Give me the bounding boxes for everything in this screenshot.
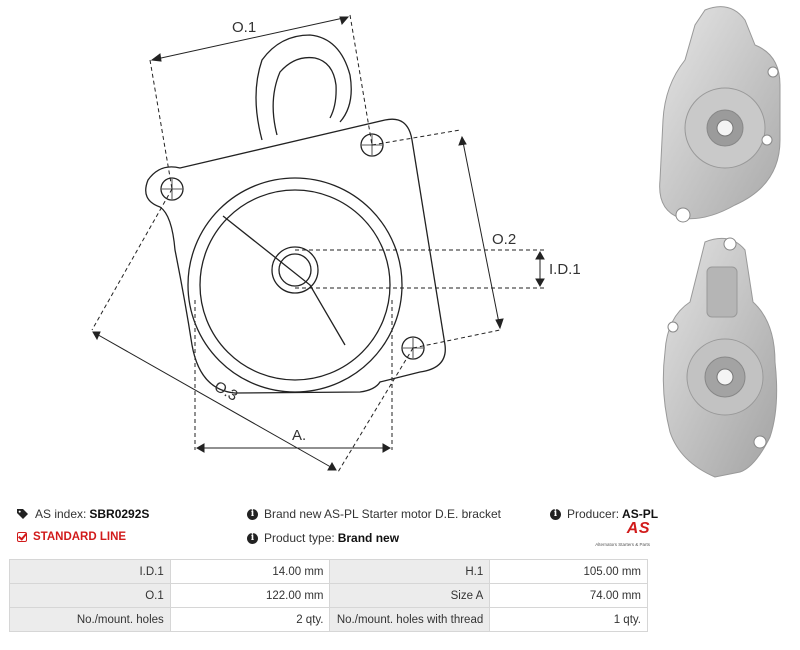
logo-tagline: Alternators Starters & Parts (595, 542, 650, 547)
bushing-outer (271, 246, 319, 294)
main-bore-inner (199, 189, 391, 381)
mount-hole-top (360, 133, 384, 157)
mount-hole-bottom (401, 336, 425, 360)
product-type-label: Product type: (264, 531, 335, 545)
standard-line-badge: STANDARD LINE (17, 531, 126, 543)
mount-hole-left (160, 177, 184, 201)
standard-line-label: STANDARD LINE (33, 531, 127, 543)
checkbox-icon (17, 532, 27, 542)
producer-row: i Producer: AS-PL (550, 507, 658, 521)
spec-value: 105.00 mm (489, 559, 648, 584)
table-row: I.D.1 14.00 mm H.1 105.00 mm (9, 559, 648, 584)
label-id1: I.D.1 (549, 261, 581, 278)
spec-value: 74.00 mm (489, 583, 648, 608)
product-type-value: Brand new (337, 531, 400, 545)
technical-drawing: O.1 O.2 I.D.1 O.3 A. (91, 14, 581, 473)
as-index-value: SBR0292S (89, 507, 150, 521)
label-a: A. (292, 427, 306, 444)
product-photo-rear (662, 237, 778, 478)
spec-label: H.1 (329, 559, 491, 584)
label-o2: O.2 (492, 231, 516, 248)
logo-text: AS (626, 520, 650, 537)
spec-value: 122.00 mm (169, 583, 331, 608)
spec-label: O.1 (9, 583, 171, 608)
tag-icon (17, 508, 28, 519)
spec-value: 14.00 mm (169, 559, 331, 584)
spec-value: 2 qty. (169, 607, 331, 632)
product-type-row: i Product type: Brand new (247, 531, 399, 545)
spec-label: I.D.1 (9, 559, 171, 584)
as-index-row: AS index: SBR0292S (17, 507, 149, 521)
info-icon: i (550, 508, 561, 520)
info-icon: i (247, 532, 258, 544)
spec-label: Size A (329, 583, 491, 608)
table-row: No./mount. holes 2 qty. No./mount. holes… (9, 607, 648, 632)
table-row: O.1 122.00 mm Size A 74.00 mm (9, 583, 648, 608)
spec-label: No./mount. holes (9, 607, 171, 632)
spec-value: 1 qty. (489, 607, 648, 632)
main-bore-outer (187, 177, 403, 393)
info-icon: i (247, 508, 258, 520)
bushing-inner (278, 253, 312, 287)
spec-table: I.D.1 14.00 mm H.1 105.00 mm O.1 122.00 … (9, 559, 648, 632)
bracket-outline (145, 118, 446, 394)
producer-value: AS-PL (622, 507, 659, 521)
label-o1: O.1 (232, 19, 256, 36)
description-text: Brand new AS-PL Starter motor D.E. brack… (264, 507, 501, 521)
producer-label: Producer: (567, 507, 620, 521)
bracket-eye (255, 34, 352, 141)
spec-label: No./mount. holes with thread (329, 607, 491, 632)
as-index-label: AS index: (35, 507, 87, 521)
product-photo-front (659, 6, 781, 223)
label-o3: O.3 (211, 378, 240, 405)
as-pl-logo: AS Alternators Starters & Parts (585, 520, 650, 552)
description-row: i Brand new AS-PL Starter motor D.E. bra… (247, 507, 501, 521)
